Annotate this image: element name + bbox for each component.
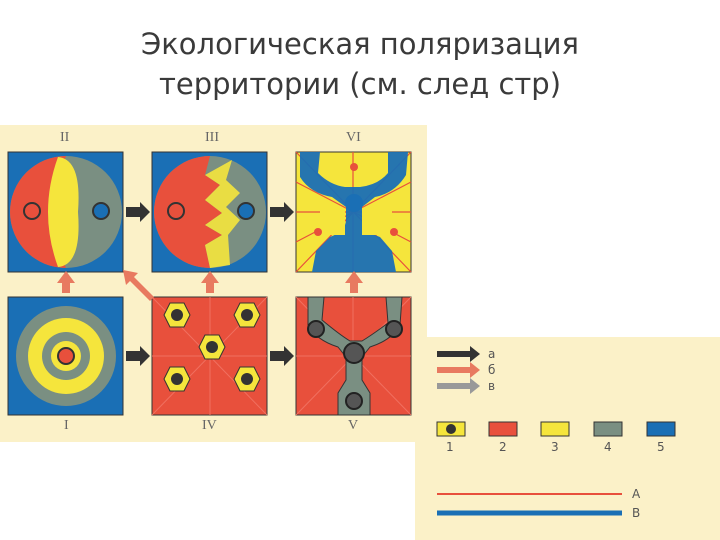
panel-I — [7, 296, 124, 416]
legend-line-A: А — [632, 487, 641, 501]
label-V: V — [348, 418, 358, 433]
slide-title: Экологическая поляризация территории (см… — [0, 24, 720, 104]
label-III: III — [205, 130, 219, 145]
legend-swatch-2: 2 — [499, 440, 507, 454]
pink-arrows — [57, 270, 363, 301]
dark-arrows — [126, 202, 294, 366]
legend-line-B: В — [632, 506, 640, 520]
legend-arrow-b: б — [488, 363, 495, 377]
panel-III — [151, 151, 268, 273]
label-VI: VI — [346, 130, 361, 145]
legend-arrows: а б в — [437, 346, 495, 394]
label-I: I — [64, 418, 69, 433]
legend-lines: А В — [437, 487, 641, 520]
legend-swatch-4: 4 — [604, 440, 612, 454]
legend-arrow-v: в — [488, 379, 495, 393]
legend-swatch-1: 1 — [446, 440, 454, 454]
panel-VI — [295, 151, 412, 273]
panel-IV — [151, 296, 268, 416]
panel-II — [7, 151, 124, 273]
legend-swatches: 1 2 3 4 5 — [436, 421, 676, 454]
panel-V — [295, 296, 412, 416]
label-IV: IV — [202, 418, 217, 433]
legend-arrow-a: а — [488, 347, 495, 361]
label-II: II — [60, 130, 70, 145]
title-line-2: территории (см. след стр) — [158, 67, 562, 101]
polarization-diagram: II III VI I IV V — [0, 125, 720, 540]
legend-swatch-3: 3 — [551, 440, 559, 454]
legend-swatch-5: 5 — [657, 440, 665, 454]
title-line-1: Экологическая поляризация — [141, 27, 579, 61]
